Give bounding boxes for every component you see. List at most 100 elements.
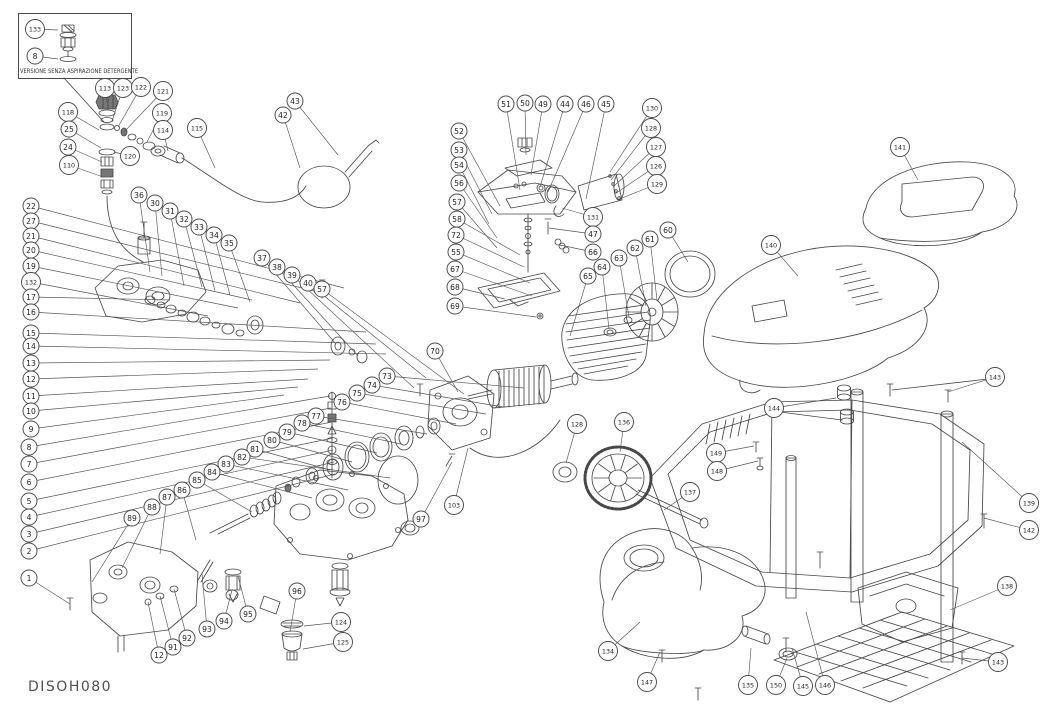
callout-66: 66 — [559, 243, 602, 261]
callout-10: 10 — [22, 386, 299, 420]
svg-text:91: 91 — [168, 643, 178, 652]
callout-43: 43 — [286, 92, 339, 156]
svg-text:51: 51 — [501, 100, 511, 109]
svg-text:88: 88 — [147, 503, 157, 512]
callout-97: 97 — [412, 461, 453, 528]
svg-text:79: 79 — [282, 428, 292, 437]
callout-113: 113 — [95, 78, 115, 103]
callout-96: 96 — [288, 582, 306, 633]
svg-text:124: 124 — [335, 619, 347, 627]
callout-141: 141 — [890, 137, 919, 181]
svg-text:1: 1 — [27, 574, 32, 583]
svg-text:62: 62 — [630, 244, 640, 253]
callout-128: 128 — [565, 414, 587, 464]
svg-text:16: 16 — [26, 308, 36, 317]
callout-40: 40 — [299, 274, 427, 379]
svg-text:97: 97 — [416, 515, 426, 524]
callout-61: 61 — [641, 230, 659, 301]
callout-15: 15 — [22, 324, 377, 345]
svg-text:86: 86 — [177, 486, 187, 495]
callout-143: 143 — [961, 652, 1008, 672]
svg-text:74: 74 — [367, 381, 377, 390]
svg-text:127: 127 — [650, 144, 662, 152]
svg-text:36: 36 — [134, 191, 144, 200]
callout-144: 144 — [764, 397, 837, 418]
svg-text:21: 21 — [26, 232, 36, 241]
svg-text:113: 113 — [99, 85, 111, 93]
callout-115: 115 — [187, 118, 216, 169]
svg-text:138: 138 — [1001, 583, 1013, 591]
svg-text:12: 12 — [26, 375, 36, 384]
callout-74: 74 — [363, 376, 504, 408]
callout-64: 64 — [593, 258, 611, 330]
callout-60: 60 — [659, 221, 689, 263]
wheel-drawing — [552, 445, 709, 529]
callout-78: 78 — [293, 414, 402, 445]
svg-text:147: 147 — [641, 679, 653, 687]
svg-text:126: 126 — [650, 163, 662, 171]
svg-text:20: 20 — [26, 246, 36, 255]
callout-24: 24 — [59, 138, 103, 163]
svg-text:118: 118 — [62, 109, 74, 117]
callout-14: 14 — [22, 337, 387, 355]
svg-text:134: 134 — [602, 648, 614, 656]
callout-139: 139 — [961, 441, 1039, 513]
svg-text:19: 19 — [26, 262, 36, 271]
callout-123: 123 — [111, 78, 133, 122]
svg-text:9: 9 — [29, 425, 34, 434]
svg-text:17: 17 — [26, 293, 36, 302]
callout-121: 121 — [123, 81, 173, 133]
callout-52: 52 — [450, 122, 501, 207]
svg-text:128: 128 — [571, 421, 583, 429]
callout-27: 27 — [22, 212, 323, 294]
svg-text:60: 60 — [663, 226, 673, 235]
svg-text:144: 144 — [768, 405, 780, 413]
callout-135: 135 — [738, 647, 758, 695]
inlet-manifold-drawing — [66, 541, 281, 653]
hood-drawing — [702, 245, 939, 394]
svg-text:130: 130 — [646, 105, 658, 113]
callout-32: 32 — [175, 210, 203, 288]
svg-text:46: 46 — [581, 100, 591, 109]
svg-text:123: 123 — [117, 85, 129, 93]
svg-text:6: 6 — [27, 478, 32, 487]
callout-94: 94 — [215, 589, 233, 630]
svg-text:119: 119 — [156, 110, 168, 118]
svg-text:128: 128 — [645, 125, 657, 133]
callout-131: 131 — [561, 207, 603, 227]
callout-83: 83 — [217, 455, 349, 491]
svg-text:13: 13 — [26, 359, 36, 368]
callout-84: 84 — [203, 463, 313, 499]
hose-drawing — [181, 139, 380, 209]
svg-text:47: 47 — [588, 230, 598, 239]
svg-text:25: 25 — [64, 125, 74, 134]
svg-text:2: 2 — [27, 547, 32, 556]
callout-120: 120 — [113, 146, 140, 166]
svg-text:129: 129 — [651, 181, 663, 189]
callout-62: 62 — [626, 239, 647, 307]
svg-text:150: 150 — [770, 682, 782, 690]
inset-caption: VERSIONE SENZA ASPIRAZIONE DETERGENTE — [20, 68, 139, 75]
callout-39: 39 — [283, 266, 415, 389]
callout-34: 34 — [205, 226, 231, 296]
svg-text:24: 24 — [63, 143, 73, 152]
motor-drawing — [467, 250, 716, 458]
callout-36: 36 — [130, 186, 151, 273]
svg-text:31: 31 — [165, 207, 175, 216]
svg-text:125: 125 — [337, 639, 349, 647]
callout-91: 91 — [159, 595, 182, 656]
callout-47: 47 — [548, 225, 602, 243]
callout-136: 136 — [614, 412, 634, 453]
svg-text:58: 58 — [452, 215, 462, 224]
callout-81: 81 — [246, 440, 331, 471]
callout-122: 122 — [117, 77, 151, 128]
unloader-parts-drawing — [318, 279, 424, 397]
callout-93: 93 — [198, 573, 216, 638]
callout-53: 53 — [450, 141, 493, 215]
callout-21: 21 — [22, 227, 301, 304]
callout-125: 125 — [302, 632, 353, 652]
svg-text:93: 93 — [202, 625, 212, 634]
svg-text:8: 8 — [33, 52, 38, 61]
svg-text:14: 14 — [26, 342, 36, 351]
callout-12: 12 — [22, 368, 319, 388]
